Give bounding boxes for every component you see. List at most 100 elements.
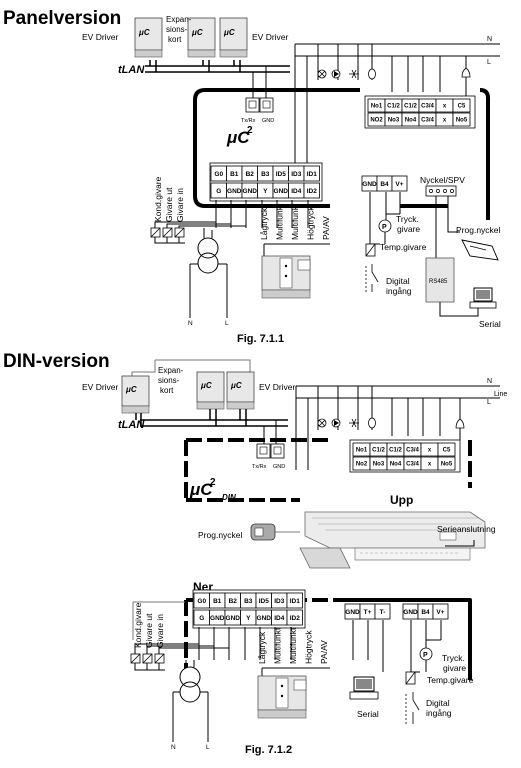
panel-io-terminal-label: GND	[227, 188, 242, 195]
panel-expansion-label-2: sions-	[166, 25, 188, 34]
din-digital-input-label: Multifunkt	[273, 627, 283, 664]
din-digital-input-label: Lågtryck	[257, 631, 267, 664]
panel-drop-wires	[294, 44, 467, 195]
panel-key-spv-connector	[425, 185, 457, 197]
panel-digital-input-label: Multifunkt	[275, 203, 285, 240]
panel-relay-terminal-label: C3/4	[421, 104, 434, 110]
din-io-terminal-label: B2	[229, 598, 238, 605]
panel-relay-terminal-label: No3	[388, 118, 400, 124]
din-transformer-icon	[179, 666, 201, 703]
panel-prog-key-icon	[461, 239, 499, 261]
din-io-terminal-label: ID3	[274, 598, 285, 605]
panel-io-terminal-label: G0	[214, 171, 223, 178]
svg-text:P: P	[423, 652, 428, 659]
panel-io-terminal-label: GND	[274, 188, 289, 195]
panel-io-terminal-label: ID2	[307, 188, 318, 195]
panel-expansion-label-1: Expan-	[166, 15, 192, 24]
panel-temp-label: Temp.givare	[380, 242, 427, 252]
panel-heater-icon	[349, 69, 359, 79]
din-io-terminal-label: ID4	[274, 615, 285, 622]
panel-rs485-module: RS485	[425, 257, 455, 303]
panel-digital-input-label: Lågtryck	[259, 207, 269, 240]
panel-compressor-icon	[331, 69, 341, 79]
panel-di-common	[263, 243, 330, 256]
din-version-diagram: DIN-version μC μC μC EV Driver Expan- si…	[3, 351, 507, 756]
din-title: DIN-version	[3, 351, 110, 372]
din-sensor-terminal-label: V+	[436, 609, 444, 616]
din-relay-terminal-label: No1	[356, 448, 368, 454]
panel-io-terminal-cell	[303, 165, 320, 182]
din-digital-input-label: PA/AV	[319, 640, 329, 664]
panel-io-drop-wires	[215, 200, 309, 228]
din-relay-terminal-label: C3/4	[406, 462, 419, 468]
panel-ev-driver-right-module: μC	[219, 17, 248, 58]
panel-expansion-module: μC	[187, 17, 216, 58]
panel-relay-terminal-label: NO2	[370, 118, 383, 124]
din-ev-driver-left-label: EV Driver	[82, 382, 119, 392]
panel-tlan-drop	[252, 66, 267, 100]
din-prog-key-icon	[250, 523, 300, 541]
din-serial-label: Serial	[357, 709, 379, 719]
panel-temp-sensor-icon	[365, 243, 376, 257]
panel-digital-input-label: Multifunkt	[290, 203, 300, 240]
panel-tlan-bus	[145, 60, 290, 73]
panel-key-wires	[435, 196, 460, 258]
panel-probe-out-label: Givare ut	[164, 187, 174, 222]
din-sensor-wires	[410, 620, 442, 650]
panel-probe-kond-label: Kond.givare	[153, 176, 163, 222]
din-drop-wires	[295, 386, 461, 470]
panel-io-terminal-label: Y	[263, 188, 268, 195]
din-io-terminal-label: Y	[246, 615, 251, 622]
panel-ev-driver-left-module: μC	[134, 17, 163, 58]
din-fan-icon	[317, 418, 327, 428]
panel-digital-label-2: ingång	[386, 286, 412, 296]
din-relay-terminal-label: C3/4	[406, 448, 419, 454]
panel-alarm-bell-icon	[461, 67, 471, 78]
panel-relay-terminal-label: No5	[456, 118, 468, 124]
din-expansion-label-2: sions-	[158, 376, 180, 385]
panel-module-logo: μC	[138, 28, 150, 37]
din-controller-logo-sub: DIN	[222, 493, 236, 502]
din-tryck-label-2: givare	[443, 663, 466, 673]
din-probe-resistors	[130, 653, 165, 664]
din-temp-label: Temp.givare	[427, 675, 474, 685]
din-probe-wires	[134, 643, 229, 671]
panel-power-lines	[295, 43, 500, 57]
panel-relay-terminal-label: No1	[371, 104, 383, 110]
panel-serial-label: Serial	[479, 319, 501, 329]
panel-rs485-label: RS485	[429, 279, 448, 285]
panel-l-label: L	[487, 59, 491, 66]
din-relay-terminal-label: C5	[443, 448, 451, 454]
din-io-terminal-label: ID2	[290, 615, 301, 622]
din-expansion-label-1: Expan-	[158, 366, 184, 375]
din-sensor-terminal-label: B4	[421, 609, 430, 616]
din-pressure-sensor-icon: P	[419, 647, 433, 661]
din-io-terminal-cell	[286, 609, 303, 626]
panel-io-terminal-label: ID5	[276, 171, 287, 178]
panel-module-logo: μC	[191, 28, 203, 37]
panel-tlan-label: tLAN	[118, 64, 145, 76]
panel-valve-icon	[368, 68, 376, 80]
din-serieanslutning-label: Serieanslutning	[437, 524, 496, 534]
din-controller-outline-upper	[184, 438, 472, 502]
din-heater-icon	[349, 418, 359, 428]
din-relay-terminal-label: C1/2	[389, 448, 402, 454]
panel-switch-module	[261, 255, 311, 299]
panel-n-label-bottom: N	[188, 320, 193, 327]
panel-io-terminal-label: B2	[246, 171, 255, 178]
din-ev-driver-left-module: μC	[121, 375, 150, 414]
din-io-terminal-label: B3	[244, 598, 253, 605]
panel-relay-terminal-label: C5	[458, 104, 466, 110]
din-tlan-connector: Tx/Rx GND	[252, 443, 285, 470]
panel-controller-logo-sup: 2	[247, 125, 253, 136]
din-controller-logo: μC	[189, 480, 213, 499]
panel-controller-logo: μC	[226, 128, 250, 147]
panel-gnd-label: GND	[262, 118, 274, 124]
din-serial-terminal-label: T+	[364, 609, 372, 616]
din-probe-in-label: Givare in	[155, 614, 165, 648]
